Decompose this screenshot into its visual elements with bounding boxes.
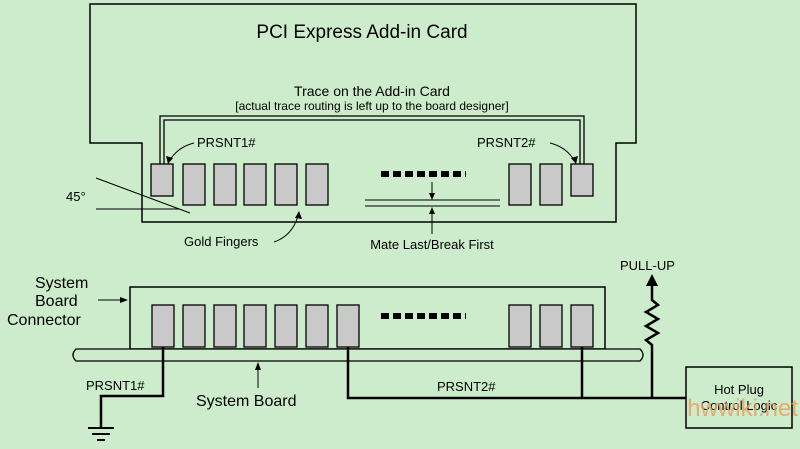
card-finger	[508, 163, 532, 206]
trace-label: Trace on the Add-in Card	[294, 83, 450, 99]
connector-contact	[182, 304, 206, 348]
chamfer-angle-line	[95, 177, 191, 214]
card-prsnt1-label: PRSNT1#	[197, 135, 256, 150]
pullup-label: PULL-UP	[620, 258, 675, 273]
card-title: PCI Express Add-in Card	[256, 22, 467, 43]
card-prsnt2-pointer	[549, 142, 575, 161]
card-finger	[539, 163, 563, 206]
connector-contact	[305, 304, 329, 348]
connector-label-line3: Connector	[7, 312, 81, 329]
connector-label-line1: System	[35, 275, 88, 292]
card-finger	[305, 163, 329, 206]
connector-contact	[508, 304, 532, 348]
trace-note: [actual trace routing is left up to the …	[235, 99, 509, 113]
connector-contact	[151, 304, 175, 348]
hotplug-label-line1: Hot Plug	[714, 382, 764, 397]
prsnt1-ground-wire	[99, 347, 165, 427]
card-trace	[159, 115, 585, 164]
connector-contact	[570, 304, 594, 348]
angle-label: 45°	[66, 189, 86, 204]
card-prsnt2-label: PRSNT2#	[477, 135, 536, 150]
gold-fingers-pointer	[273, 215, 299, 243]
arrow-icon	[571, 156, 578, 164]
add-in-card-outline	[89, 3, 637, 223]
connector-contact	[213, 304, 237, 348]
system-board-label: System Board	[196, 393, 296, 410]
card-finger	[243, 163, 267, 206]
card-prsnt1-pointer	[169, 142, 195, 161]
watermark-text: hwwiki.net	[687, 395, 798, 422]
arrow-icon	[429, 193, 435, 200]
ground-icon	[88, 427, 114, 441]
arrow-icon	[120, 297, 128, 303]
connector-contacts	[151, 304, 594, 348]
arrow-icon	[295, 211, 302, 219]
connector-contact	[243, 304, 267, 348]
card-gold-fingers	[150, 163, 594, 206]
card-finger	[213, 163, 237, 206]
board-prsnt2-label: PRSNT2#	[437, 379, 496, 394]
card-finger	[274, 163, 298, 206]
gold-fingers-label: Gold Fingers	[184, 234, 259, 249]
arrow-icon	[429, 207, 435, 214]
mate-label: Mate Last/Break First	[370, 237, 494, 252]
connector-label-line2: Board	[35, 293, 78, 310]
system-board	[72, 348, 644, 362]
arrow-icon	[646, 274, 658, 286]
connector-contact	[539, 304, 563, 348]
hotplug-label-line2: Control Logic	[701, 398, 778, 413]
hot-plug-control-box	[685, 366, 793, 429]
connector-contact	[274, 304, 298, 348]
board-prsnt1-label: PRSNT1#	[86, 378, 145, 393]
card-finger-prsnt2	[570, 163, 594, 197]
card-finger	[182, 163, 206, 206]
card-finger-prsnt1	[150, 163, 174, 197]
arrow-icon	[166, 156, 173, 164]
pullup-resistor-icon	[643, 283, 661, 398]
arrow-icon	[255, 362, 261, 370]
connector-contact	[336, 304, 360, 348]
prsnt2-wire	[346, 347, 686, 400]
